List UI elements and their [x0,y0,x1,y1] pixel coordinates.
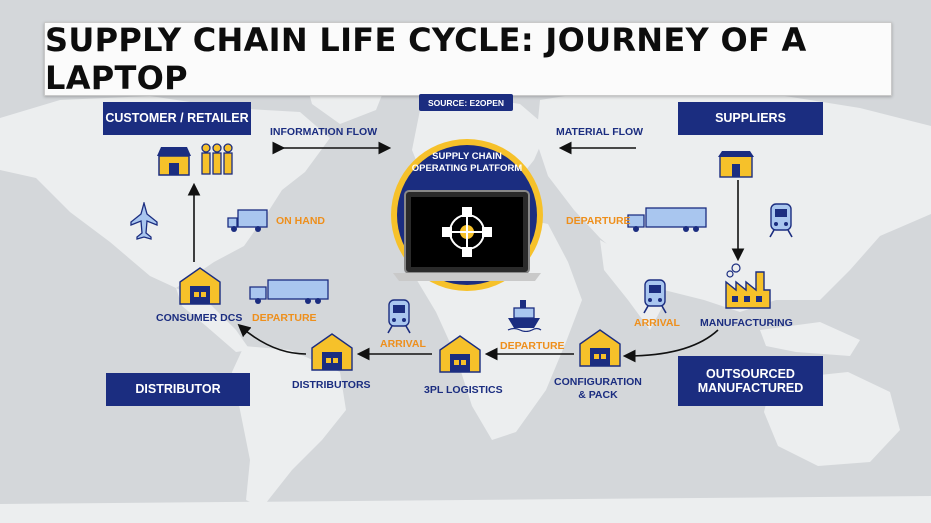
config-line1: CONFIGURATION [554,376,642,388]
truck-icon [227,209,268,232]
page-title: SUPPLY CHAIN LIFE CYCLE: JOURNEY OF A LA… [45,21,807,97]
supplier-warehouse-icon [718,151,754,178]
platform-line1: SUPPLY CHAIN [432,151,502,162]
departure-consumer-label: DEPARTURE [252,312,317,324]
factory-icon [725,263,771,309]
suppliers-box: SUPPLIERS [678,102,823,135]
3pl-logistics-label: 3PL LOGISTICS [424,384,503,396]
configuration-pack-label: CONFIGURATION & PACK [554,376,642,401]
warehouse-icon [439,335,481,373]
departure-east-label: DEPARTURE [566,215,631,227]
arrival-west-label: ARRIVAL [380,338,426,350]
distributor-box: DISTRIBUTOR [106,373,250,406]
train-icon [769,203,793,238]
store-icon [157,147,191,176]
train-icon [643,279,667,314]
on-hand-label: ON HAND [276,215,325,227]
manufacturing-label: MANUFACTURING [700,317,793,329]
consumer-dcs-label: CONSUMER DCS [156,312,243,324]
arrival-east-label: ARRIVAL [634,317,680,329]
platform-badge [391,139,543,291]
platform-title: SUPPLY CHAIN OPERATING PLATFORM [405,151,529,175]
departure-3pl-label: DEPARTURE [500,340,565,352]
outsourced-line1: OUTSOURCED [706,366,795,381]
outsourced-manufactured-box: OUTSOURCED MANUFACTURED [678,356,823,406]
distributors-label: DISTRIBUTORS [292,379,371,391]
information-flow-label: INFORMATION FLOW [270,126,378,138]
material-flow-label: MATERIAL FLOW [556,126,644,138]
truck-icon [249,279,329,304]
title-banner: SUPPLY CHAIN LIFE CYCLE: JOURNEY OF A LA… [44,21,892,97]
target-icon [442,207,492,257]
warehouse-icon [179,267,221,305]
airplane-icon [130,202,158,240]
warehouse-icon [311,333,353,371]
people-icon [201,143,233,175]
truck-icon [627,207,707,232]
train-icon [387,299,411,334]
source-badge: SOURCE: E2OPEN [419,94,513,111]
platform-line2: OPERATING PLATFORM [411,162,523,174]
config-line2: & PACK [578,388,618,401]
warehouse-icon [579,329,621,367]
ship-icon [507,300,542,332]
customer-retailer-box: CUSTOMER / RETAILER [103,102,251,135]
outsourced-line2: MANUFACTURED [697,381,804,395]
